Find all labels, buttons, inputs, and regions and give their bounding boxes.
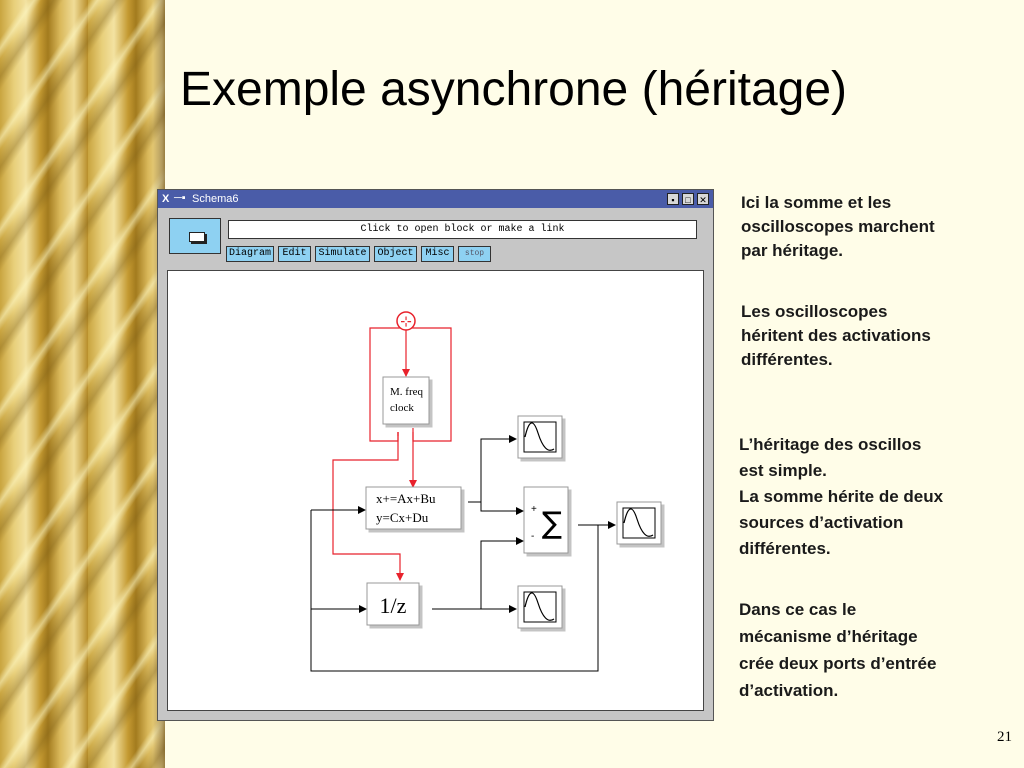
delay-block	[366, 582, 420, 626]
minimize-icon[interactable]: ▪	[667, 193, 679, 205]
sum-minus: -	[531, 531, 534, 542]
sum-plus: +	[531, 504, 537, 515]
mfreq-label: M. freq	[390, 386, 423, 398]
caption-1-line-1: Ici la somme et les	[741, 193, 892, 212]
caption-4-line-4: d’activation.	[739, 681, 839, 700]
window-menu-icon[interactable]: ─▪	[174, 192, 186, 204]
menu-simulate[interactable]: Simulate	[315, 246, 370, 262]
block-diagram: ⊹ M. freq clock x+=Ax+Bu y=Cx+Du 1/z	[310, 311, 662, 672]
clock-symbol: ⊹	[400, 314, 412, 330]
diagram-canvas[interactable]: ⊹ M. freq clock x+=Ax+Bu y=Cx+Du 1/z	[167, 270, 704, 711]
caption-3: L’héritage des oscillos est simple. La s…	[739, 432, 943, 562]
menu-edit[interactable]: Edit	[278, 246, 311, 262]
scope-top	[517, 415, 563, 459]
caption-3-line-3: La somme hérite de deux	[739, 487, 944, 506]
sum-symbol: ∑	[542, 506, 562, 541]
clock-label: clock	[390, 402, 414, 414]
caption-3-line-2: est simple.	[739, 461, 827, 480]
delay-label: 1/z	[380, 593, 407, 618]
status-bar: Click to open block or make a link	[228, 220, 697, 239]
caption-2-line-2: héritent des activations	[741, 326, 931, 345]
caption-1-line-3: par héritage.	[741, 241, 844, 260]
palette-button[interactable]	[169, 218, 221, 254]
clock-block: ⊹	[396, 311, 416, 331]
caption-1: Ici la somme et les oscilloscopes marche…	[741, 191, 935, 263]
mfreq-clock-block	[382, 376, 430, 425]
state-eq-1: x+=Ax+Bu	[376, 491, 436, 506]
caption-4: Dans ce cas le mécanisme d’héritage crée…	[739, 596, 936, 704]
window-title: Schema6	[192, 193, 239, 205]
caption-3-line-1: L’héritage des oscillos	[739, 435, 922, 454]
caption-2-line-3: différentes.	[741, 350, 833, 369]
caption-4-line-1: Dans ce cas le	[739, 600, 857, 619]
state-eq-2: y=Cx+Du	[376, 510, 429, 525]
close-icon[interactable]: ✕	[697, 193, 709, 205]
scope-right	[616, 501, 662, 545]
caption-1-line-2: oscilloscopes marchent	[741, 217, 935, 236]
menu-diagram[interactable]: Diagram	[226, 246, 274, 262]
window-titlebar[interactable]: X ─▪ Schema6 ▪ □ ✕	[158, 190, 713, 208]
activation-links	[332, 327, 452, 581]
caption-2: Les oscilloscopes héritent des activatio…	[741, 300, 931, 372]
caption-3-line-5: différentes.	[739, 539, 831, 558]
caption-2-line-1: Les oscilloscopes	[741, 302, 888, 321]
caption-4-line-3: crée deux ports d’entrée	[739, 654, 937, 673]
caption-4-line-2: mécanisme d’héritage	[739, 627, 918, 646]
caption-3-line-4: sources d’activation	[739, 513, 904, 532]
slide-title: Exemple asynchrone (héritage)	[180, 63, 848, 116]
state-space-block	[365, 486, 462, 530]
page-number: 21	[997, 729, 1012, 745]
maximize-icon[interactable]: □	[682, 193, 694, 205]
menu-object[interactable]: Object	[374, 246, 417, 262]
scicos-window: X ─▪ Schema6 ▪ □ ✕ Click to open block o…	[157, 189, 714, 721]
scope-bottom	[517, 585, 563, 629]
menu-stop[interactable]: stop	[458, 246, 491, 262]
data-links	[310, 435, 616, 672]
menu-misc[interactable]: Misc	[421, 246, 454, 262]
sum-block	[523, 486, 569, 554]
x-logo-icon: X	[162, 193, 170, 205]
decorative-gold-border	[0, 0, 165, 768]
